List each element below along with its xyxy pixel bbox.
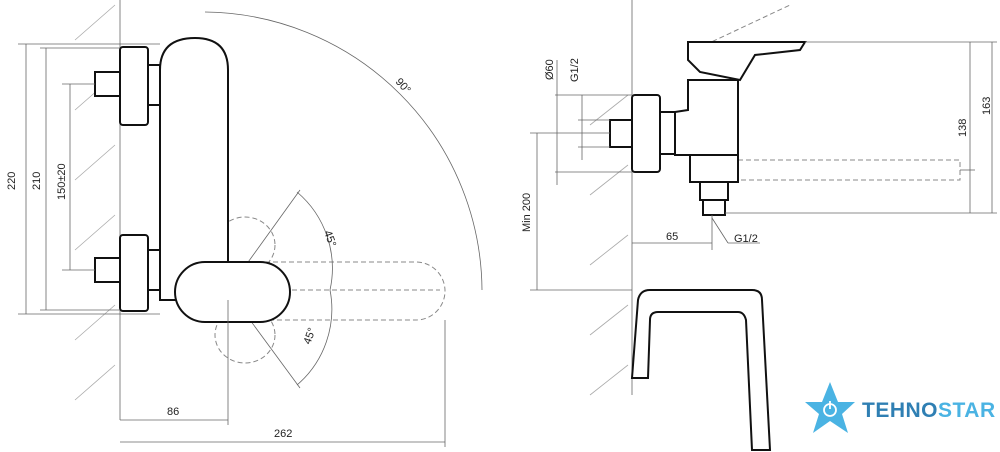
dim-65: 65 <box>666 231 678 243</box>
mixer-side-view <box>609 4 961 451</box>
logo-text-star: STAR <box>938 399 996 422</box>
dim-45-deg-up: 45° <box>321 229 338 249</box>
dim-90-deg: 90° <box>393 76 413 96</box>
logo-text-tehno: TEHNO <box>862 399 938 422</box>
front-dimension-lines <box>18 43 446 447</box>
dim-86: 86 <box>167 406 179 418</box>
dim-45-deg-down: 45° <box>302 326 319 346</box>
mixer-front-view <box>94 36 291 323</box>
dim-220: 220 <box>6 172 18 190</box>
wall-hatching-right <box>589 0 633 396</box>
dim-thread-inlet: G1/2 <box>569 58 581 82</box>
tehnostar-logo-star-icon <box>805 382 855 433</box>
dim-163: 163 <box>981 97 993 115</box>
side-dimension-lines <box>530 41 997 291</box>
dim-150: 150±20 <box>56 163 68 200</box>
wall-hatching-left <box>74 0 121 420</box>
dim-min-200: Min 200 <box>521 193 533 232</box>
dim-138: 138 <box>957 119 969 137</box>
dim-210: 210 <box>31 172 43 190</box>
tehnostar-logo-text: TEHNOSTAR <box>862 399 996 423</box>
dim-diameter-60: Ø60 <box>544 59 556 80</box>
dim-262: 262 <box>274 428 292 440</box>
dim-thread-outlet: G1/2 <box>734 233 758 245</box>
